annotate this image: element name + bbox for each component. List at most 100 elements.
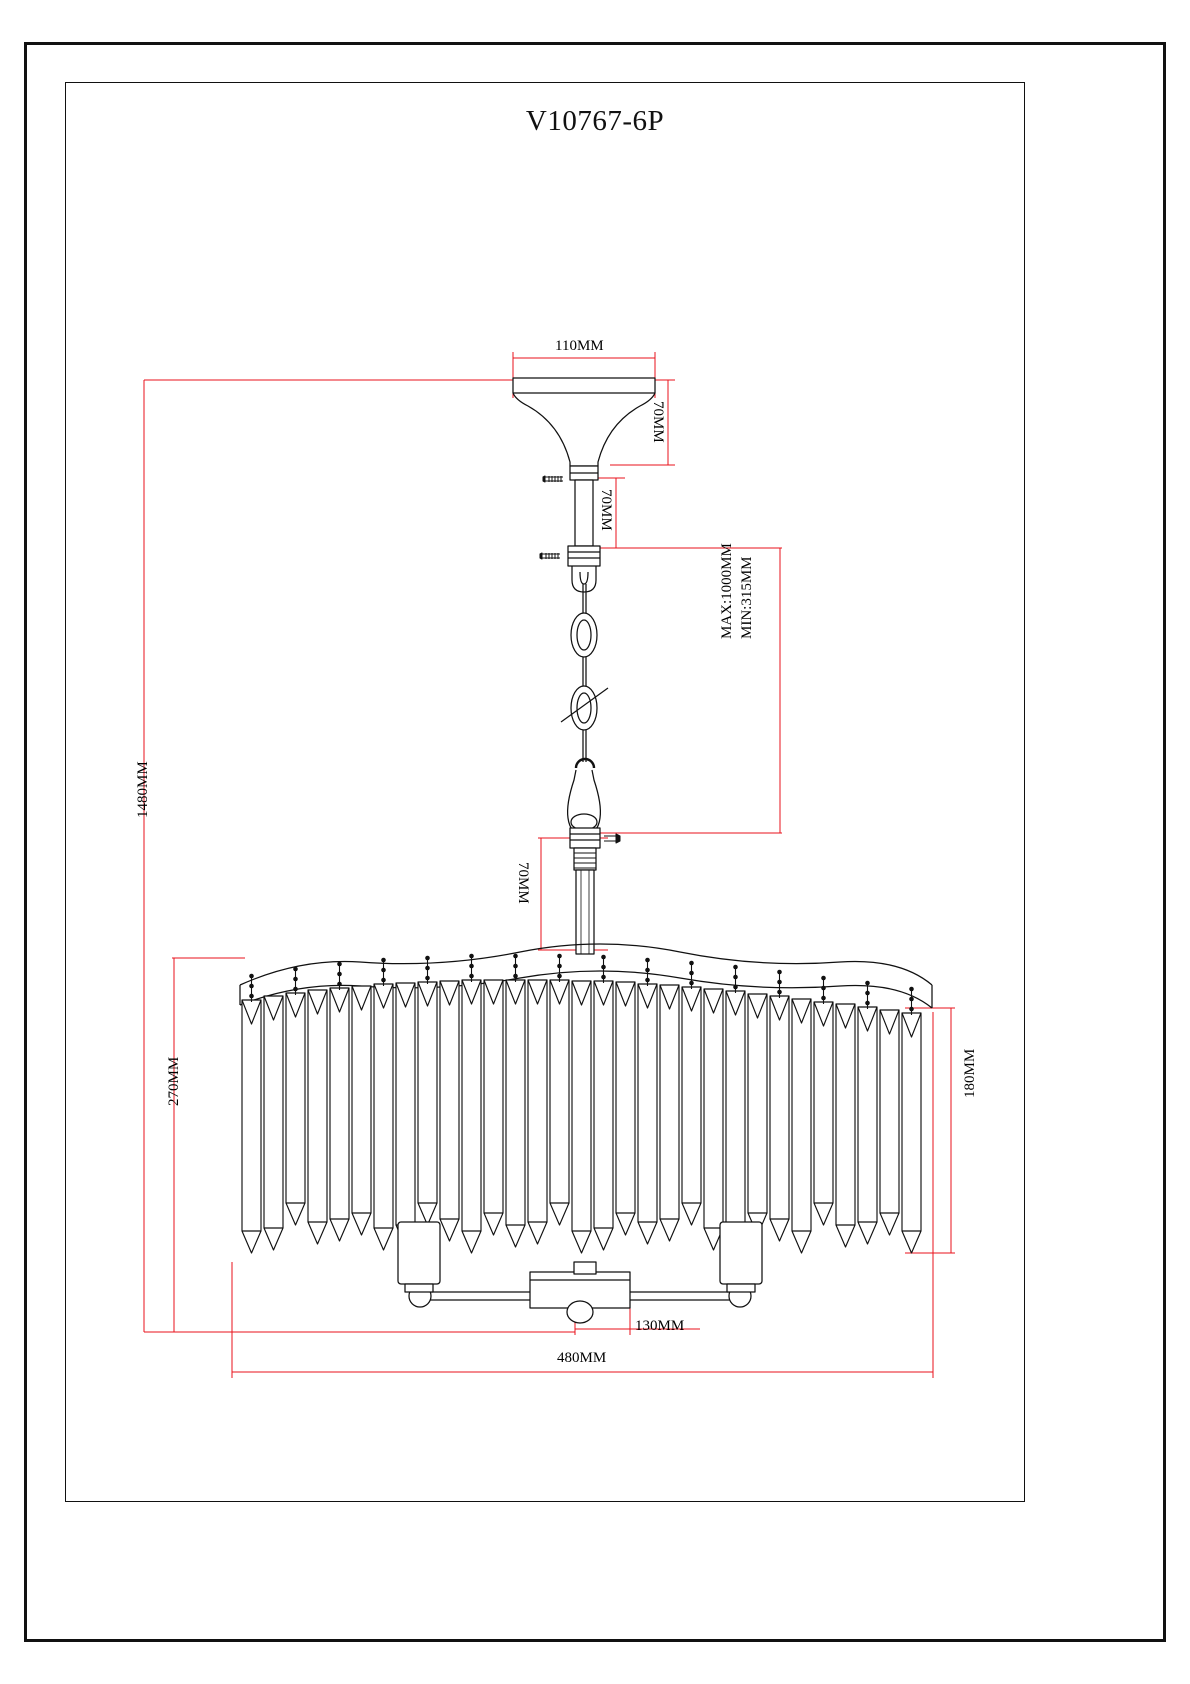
crystal-top-facet xyxy=(835,1003,856,1029)
crystal-hanger-bead xyxy=(865,980,870,986)
crystal-rod xyxy=(703,988,724,1251)
lower-rod xyxy=(575,869,595,955)
crystal-top-facet xyxy=(395,982,416,1008)
crystal-hanger-bead xyxy=(469,963,474,969)
crystal-top-facet xyxy=(769,995,790,1021)
arm-left xyxy=(430,1291,530,1301)
crystal-top-facet xyxy=(241,999,262,1025)
crystal-hanger-bead xyxy=(381,957,386,963)
screw-icon-lower-canopy xyxy=(539,552,560,560)
crystal-rod xyxy=(417,981,438,1226)
crystal-top-facet xyxy=(505,979,526,1005)
crystal-rod xyxy=(351,985,372,1236)
crystal-rod xyxy=(725,990,746,1248)
crystal-top-facet xyxy=(637,983,658,1009)
crystal-hanger-bead xyxy=(469,953,474,959)
crystal-top-facet xyxy=(725,990,746,1016)
hook-top-arc xyxy=(574,757,596,769)
dim-lower-rod xyxy=(538,837,608,951)
socket-right-cap xyxy=(726,1283,756,1293)
crystal-rod xyxy=(505,979,526,1248)
dim-chain-adjust xyxy=(588,547,782,834)
ceiling-canopy xyxy=(512,377,656,467)
crystal-rod xyxy=(439,980,460,1242)
crystal-hanger-bead xyxy=(777,979,782,985)
shade-top-wave-inner xyxy=(239,970,933,1009)
lower-connector xyxy=(569,827,601,849)
crystal-rod xyxy=(483,979,504,1236)
dim-label-overall-diameter: 480MM xyxy=(557,1350,607,1366)
chain-link-1-inner xyxy=(576,619,592,651)
dimension-lines xyxy=(143,352,955,1378)
crystal-top-facet xyxy=(329,987,350,1013)
dim-label-crystal-height: 180MM xyxy=(962,1048,978,1098)
crystal-hanger-bead xyxy=(733,974,738,980)
crystal-top-facet xyxy=(747,993,768,1019)
crystal-hanger-bead xyxy=(909,986,914,992)
crystal-rod xyxy=(747,993,768,1236)
crystal-hanger-bead xyxy=(249,983,254,989)
screw-icon-upper xyxy=(542,475,563,483)
chain-link-2-inner xyxy=(576,692,592,724)
lamp-socket-left xyxy=(397,1221,441,1285)
crystal-top-facet xyxy=(857,1006,878,1032)
crystal-hanger-bead xyxy=(513,953,518,959)
crystal-top-facet xyxy=(571,980,592,1006)
crystal-top-facet xyxy=(791,998,812,1024)
connector-bands xyxy=(568,551,600,559)
chain-wire-3 xyxy=(582,730,587,762)
chain-top-connector xyxy=(567,545,601,567)
crystal-hanger-bead xyxy=(337,961,342,967)
dim-shade-height xyxy=(172,957,245,1333)
crystal-rod xyxy=(329,987,350,1242)
crystal-rod xyxy=(571,980,592,1254)
crystal-top-facet xyxy=(439,980,460,1006)
crystal-rod xyxy=(879,1009,900,1236)
crystal-top-facet xyxy=(681,986,702,1012)
crystal-top-facet xyxy=(417,981,438,1007)
drawing-outer-border xyxy=(24,42,1166,1642)
crystal-hanger-bead xyxy=(689,970,694,976)
lower-rod-inner xyxy=(580,870,590,954)
crystal-hanger-bead xyxy=(381,967,386,973)
dim-label-base-width: 130MM xyxy=(635,1318,685,1334)
crystal-hanger-bead xyxy=(689,980,694,986)
dim-overall-diameter xyxy=(231,1012,934,1378)
crystal-hanger-bead xyxy=(513,973,518,979)
crystal-rod xyxy=(615,981,636,1236)
crystal-rod xyxy=(549,979,570,1226)
crystal-top-facet xyxy=(373,983,394,1009)
lower-connector-bands xyxy=(570,833,600,841)
crystal-hanger-bead xyxy=(821,995,826,1001)
crystal-rod xyxy=(681,986,702,1226)
crystal-top-facet xyxy=(813,1001,834,1027)
crystal-hanger-bead xyxy=(513,963,518,969)
center-rod-collar xyxy=(573,1261,597,1275)
crystal-hanger-bead xyxy=(645,957,650,963)
crystal-hanger-bead xyxy=(821,975,826,981)
crystal-top-facet xyxy=(549,979,570,1005)
dim-label-shade-height: 270MM xyxy=(166,1056,182,1106)
chain-eye-top-inner xyxy=(579,571,589,585)
crystal-hanger-bead xyxy=(821,985,826,991)
crystal-hanger-bead xyxy=(557,973,562,979)
crystal-rod-group xyxy=(241,953,922,1254)
crystal-rod xyxy=(769,995,790,1242)
crystal-rod xyxy=(263,995,284,1251)
crystal-rod xyxy=(461,979,482,1254)
crystal-rod xyxy=(813,1001,834,1226)
chain-eye-top xyxy=(571,566,597,593)
crystal-hanger-bead xyxy=(249,973,254,979)
crystal-top-facet xyxy=(461,979,482,1005)
crystal-hanger-bead xyxy=(557,953,562,959)
dim-canopy-height xyxy=(610,379,675,466)
crystal-top-facet xyxy=(527,979,548,1005)
crystal-rod xyxy=(593,980,614,1251)
page-title: V10767-6P xyxy=(525,105,665,137)
dim-label-canopy-width: 110MM xyxy=(555,338,604,354)
crystal-hanger-bead xyxy=(425,955,430,961)
base-finial xyxy=(566,1300,594,1324)
crystal-rod xyxy=(527,979,548,1245)
